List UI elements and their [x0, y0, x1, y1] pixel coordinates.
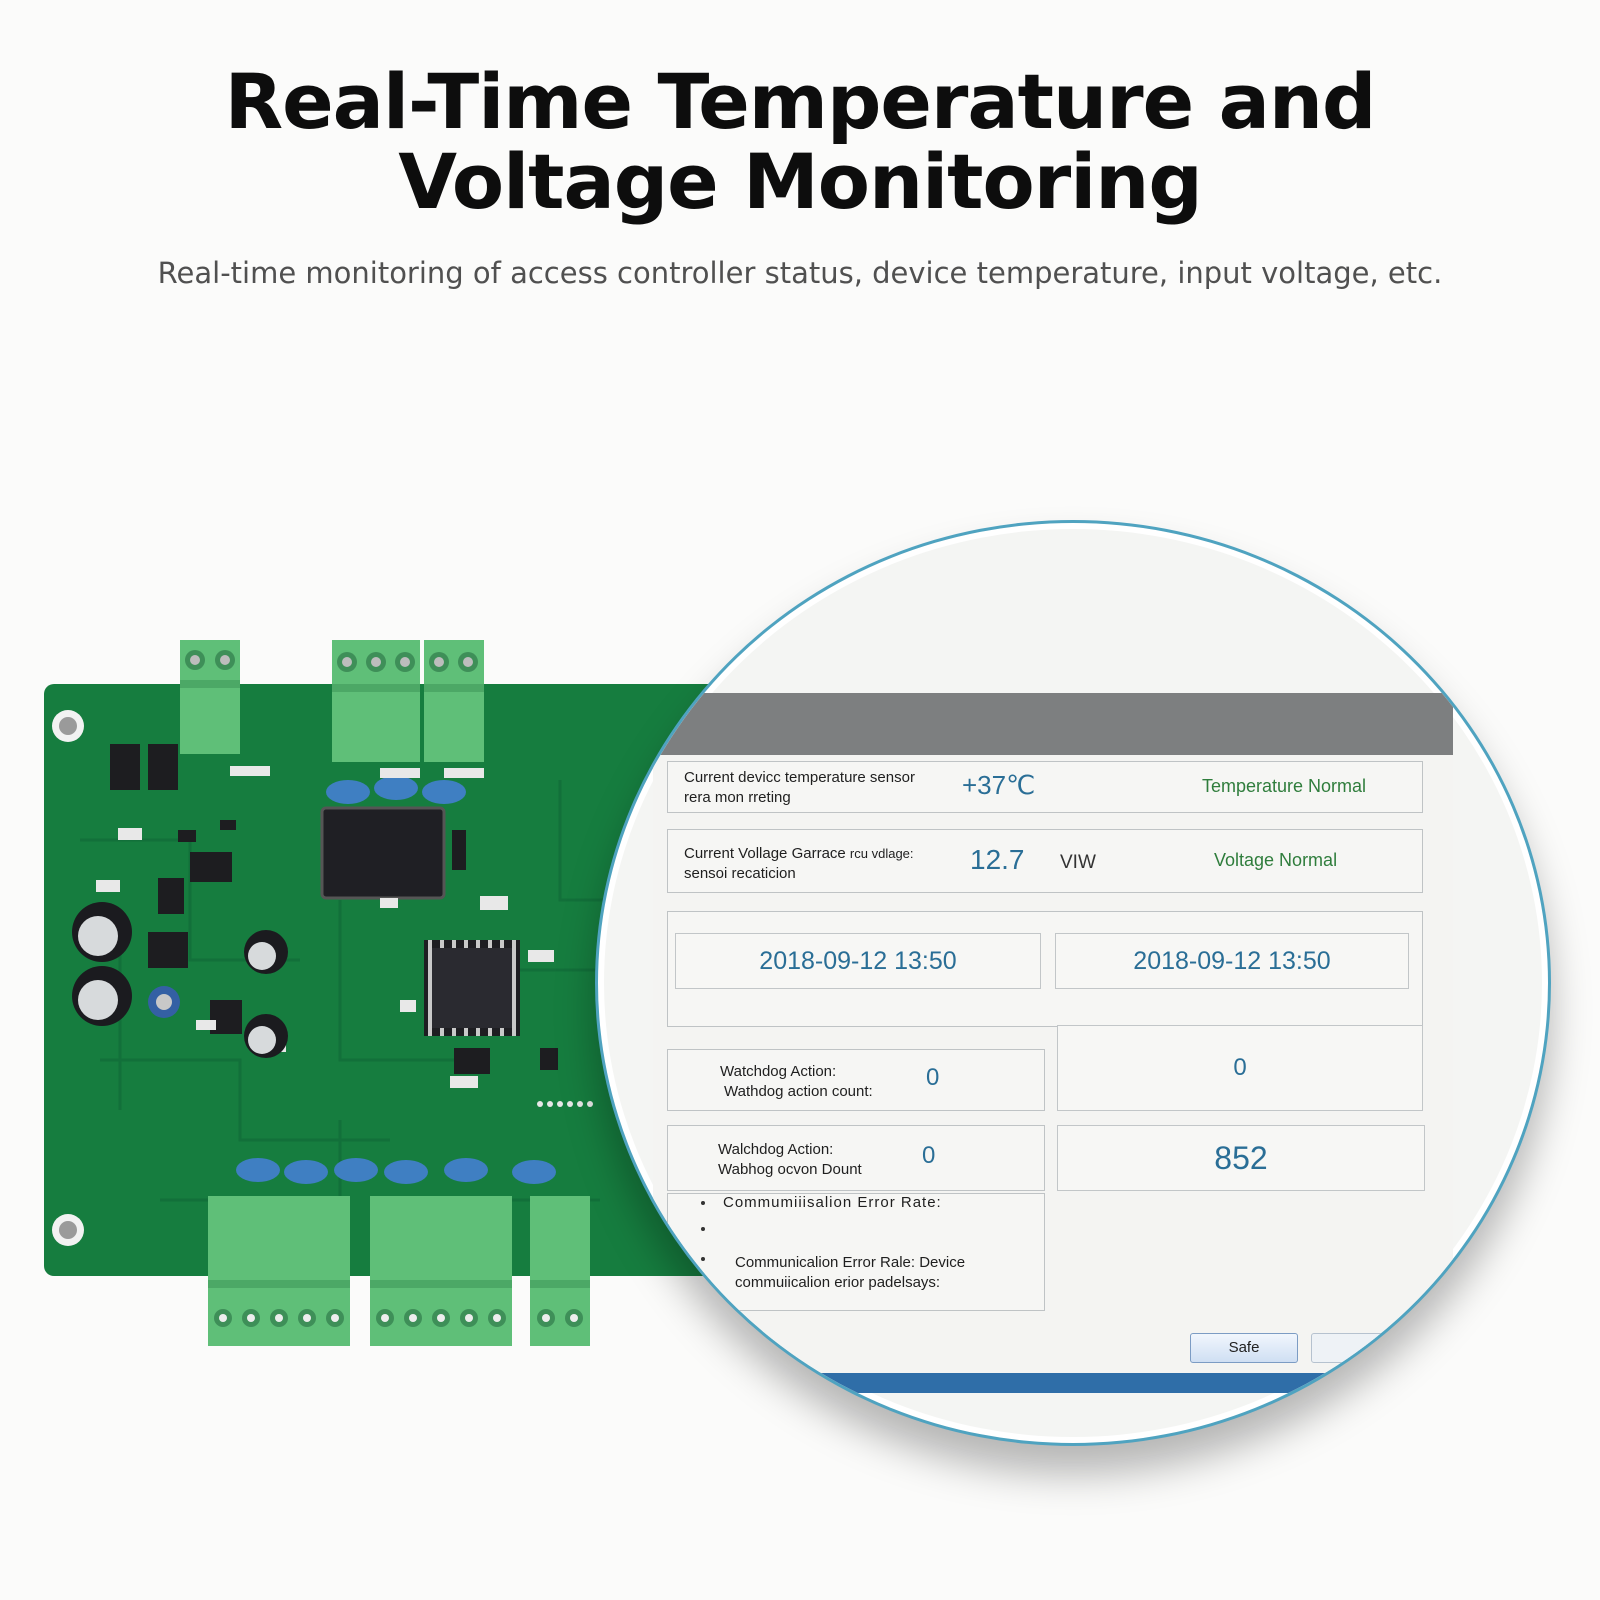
- watchdog-1-label: Watchdog Action: Wathdog action count:: [720, 1062, 873, 1102]
- bullet-icon: [701, 1257, 705, 1261]
- varistor-row-bottom: [236, 1158, 556, 1184]
- bullet-icon: [701, 1201, 705, 1205]
- temperature-label-line-2: rera mon rreting: [684, 789, 791, 806]
- voltage-unit: VIW: [1060, 852, 1096, 873]
- relay: [320, 806, 446, 900]
- voltage-row: Current Vollage Garrace rcu vdlage: sens…: [667, 829, 1423, 893]
- temperature-value: +37℃: [962, 770, 1036, 800]
- temperature-status: Temperature Normal: [1202, 776, 1367, 796]
- page-title-line-2: Voltage Monitoring: [398, 137, 1203, 226]
- comm-error-line-3: commuiicalion erior padelsays:: [735, 1274, 941, 1291]
- window-bottom-bar: [653, 1373, 1453, 1393]
- voltage-label: Current Vollage Garrace rcu vdlage: sens…: [684, 844, 914, 884]
- watchdog-1-label-line-2: Wathdog action count:: [724, 1083, 873, 1100]
- terminal-block-bottom-1: [208, 1196, 350, 1346]
- terminal-block-top-2: [332, 640, 420, 762]
- controller-board: [44, 640, 764, 1346]
- datetime-left-field[interactable]: 2018-09-12 13:50: [675, 933, 1041, 989]
- magnifier-lens: Current devicc temperature sensor rera m…: [595, 520, 1551, 1446]
- watchdog-1-right-field[interactable]: 0: [1057, 1025, 1423, 1111]
- capacitors: [72, 902, 288, 1058]
- small-components: [110, 744, 558, 1341]
- watchdog-2-right-value: 852: [1214, 1140, 1268, 1176]
- monitor-window: Current devicc temperature sensor rera m…: [653, 693, 1453, 1393]
- temperature-row: Current devicc temperature sensor rera m…: [667, 761, 1423, 813]
- watchdog-2-value: 0: [922, 1142, 936, 1169]
- page-title-line-1: Real-Time Temperature and: [224, 57, 1377, 146]
- voltage-status: Voltage Normal: [1214, 850, 1338, 870]
- voltage-value: 12.7: [970, 844, 1025, 875]
- terminal-block-bottom-3: [530, 1196, 590, 1346]
- watchdog-row-2: Walchdog Action: Wabhog ocvon Dount 0: [667, 1125, 1045, 1191]
- varistor-row-top: [326, 776, 466, 804]
- temperature-label-line-1: Current devicc temperature sensor: [684, 769, 915, 786]
- temperature-label: Current devicc temperature sensor rera m…: [684, 768, 915, 808]
- voltage-label-line-2: sensoi recaticion: [684, 865, 796, 882]
- comm-error-group: [667, 1193, 1045, 1311]
- watchdog-2-right-field[interactable]: 852: [1057, 1125, 1425, 1191]
- pcb-board: [44, 684, 764, 1276]
- watchdog-1-right-value: 0: [1233, 1054, 1247, 1081]
- comm-error-line-2: Communicalion Error Rale: Device: [735, 1254, 966, 1271]
- watchdog-2-label: Walchdog Action: Wabhog ocvon Dount: [718, 1140, 862, 1180]
- watchdog-1-value: 0: [926, 1064, 940, 1091]
- secondary-button[interactable]: [1311, 1333, 1419, 1363]
- page-subtitle: Real-time monitoring of access controlle…: [157, 256, 1443, 290]
- bullet-icon: [701, 1227, 705, 1231]
- watchdog-2-label-line-1: Walchdog Action:: [718, 1141, 834, 1158]
- terminal-block-bottom-2: [370, 1196, 512, 1346]
- terminal-block-top-1: [180, 640, 240, 754]
- save-button[interactable]: Safe: [1190, 1333, 1298, 1363]
- datetime-right-field[interactable]: 2018-09-12 13:50: [1055, 933, 1409, 989]
- indicator-leds: [537, 1101, 593, 1107]
- datetime-right-text: 2018-09-12 13:50: [1133, 947, 1331, 975]
- mounting-hole-icon: [52, 710, 84, 1246]
- watchdog-row-1: Watchdog Action: Wathdog action count: 0: [667, 1049, 1045, 1111]
- datetime-left-text: 2018-09-12 13:50: [759, 947, 957, 975]
- voltage-label-line-1: Current Vollage Garrace: [684, 845, 846, 862]
- microcontroller-chip: [424, 940, 520, 1036]
- watchdog-2-label-line-2: Wabhog ocvon Dount: [718, 1161, 862, 1178]
- comm-error-line-1: Commumiiisalion Error Rate:: [723, 1194, 942, 1211]
- window-titlebar[interactable]: [653, 693, 1453, 755]
- watchdog-1-label-line-1: Watchdog Action:: [720, 1063, 837, 1080]
- terminal-block-top-3: [424, 640, 484, 762]
- page-title: Real-Time Temperature and Voltage Monito…: [0, 62, 1600, 222]
- voltage-label-overlap: rcu vdlage:: [849, 846, 914, 861]
